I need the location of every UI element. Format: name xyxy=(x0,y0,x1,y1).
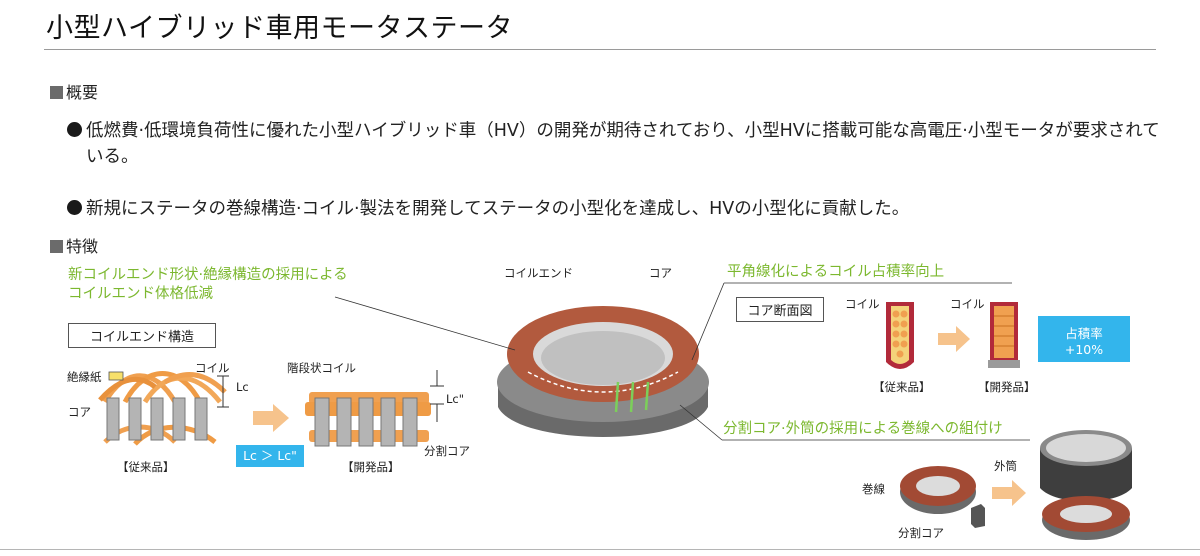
coil-end-structure-box: コイルエンド構造 xyxy=(68,323,216,348)
coil-end-headline-2: コイルエンド体格低減 xyxy=(68,286,213,302)
assembly-headline: 分割コア·外筒の採用による巻線への組付け xyxy=(723,421,1003,437)
bottom-divider xyxy=(0,549,1200,550)
stator-illustration xyxy=(497,306,709,437)
developed-coil-end-diagram xyxy=(305,392,431,447)
label-assembly-split-core: 分割コア xyxy=(898,526,944,540)
section-features-label: 特徴 xyxy=(66,237,99,256)
label-insulation-paper: 絶縁紙 xyxy=(67,370,102,384)
coil-end-headline-1: 新コイルエンド形状·絶縁構造の採用による xyxy=(68,267,348,283)
right-arrow-icon xyxy=(938,326,970,352)
label-step-coil: 階段状コイル xyxy=(287,361,356,375)
label-developed-coil: 【開発品】 xyxy=(342,460,400,474)
conventional-slot-diagram xyxy=(886,302,914,369)
core-teeth xyxy=(106,397,208,441)
square-icon xyxy=(50,240,63,253)
title-divider xyxy=(44,49,1156,50)
right-arrow-icon xyxy=(253,404,289,432)
overview-bullet-1: 低燃費·低環境負荷性に優れた小型ハイブリッド車（HV）の開発が期待されており、小… xyxy=(67,118,1176,170)
overview-bullet-2: 新規にステータの巻線構造·コイル·製法を開発してステータの小型化を達成し、HVの… xyxy=(67,196,1157,222)
label-lc2: Lc" xyxy=(446,392,465,406)
insulation-paper-shape xyxy=(108,371,124,381)
label-outer-cylinder: 外筒 xyxy=(994,459,1017,473)
split-core-piece-icon xyxy=(971,504,985,528)
section-overview-label: 概要 xyxy=(66,83,99,102)
label-slot-developed: 【開発品】 xyxy=(978,380,1036,394)
right-arrow-icon xyxy=(992,480,1026,506)
label-lc: Lc xyxy=(236,380,249,394)
overview-bullet-2-text: 新規にステータの巻線構造·コイル·製法を開発してステータの小型化を達成し、HVの… xyxy=(86,199,910,219)
overview-bullet-1-text: 低燃費·低環境負荷性に優れた小型ハイブリッド車（HV）の開発が期待されており、小… xyxy=(86,121,1160,167)
assembled-stator-illustration xyxy=(1040,430,1132,540)
fill-rate-value: +10% xyxy=(1064,342,1104,357)
label-stator-core: コア xyxy=(649,266,672,280)
winding-ring-illustration xyxy=(900,466,976,514)
label-stator-coil-end: コイルエンド xyxy=(504,266,573,280)
label-coil-conventional: コイル xyxy=(845,297,880,311)
fill-rate-label: 占積率 xyxy=(1065,326,1103,341)
label-slot-conventional: 【従来品】 xyxy=(873,380,931,394)
fill-rate-badge: 占積率 +10% xyxy=(1038,316,1130,362)
developed-slot-diagram xyxy=(988,302,1020,368)
lc-comparison-badge: Lc ＞ Lc" xyxy=(236,445,304,467)
bullet-dot-icon xyxy=(67,200,82,215)
flat-wire-headline: 平角線化によるコイル占積率向上 xyxy=(727,264,945,280)
core-section-box: コア断面図 xyxy=(736,297,824,322)
label-split-core: 分割コア xyxy=(424,444,470,458)
square-icon xyxy=(50,86,63,99)
lc2-dimension-line xyxy=(430,370,444,422)
label-winding: 巻線 xyxy=(862,482,885,496)
section-overview-heading: 概要 xyxy=(50,79,98,103)
label-core: コア xyxy=(68,405,91,419)
section-features-heading: 特徴 xyxy=(50,233,98,257)
split-core-teeth xyxy=(314,397,418,447)
label-coil-developed: コイル xyxy=(950,297,985,311)
label-coil: コイル xyxy=(195,361,230,375)
label-conventional-coil: 【従来品】 xyxy=(117,460,175,474)
bullet-dot-icon xyxy=(67,122,82,137)
conventional-coil-end-diagram xyxy=(98,371,229,446)
page-title: 小型ハイブリッド車用モータステータ xyxy=(46,13,513,44)
